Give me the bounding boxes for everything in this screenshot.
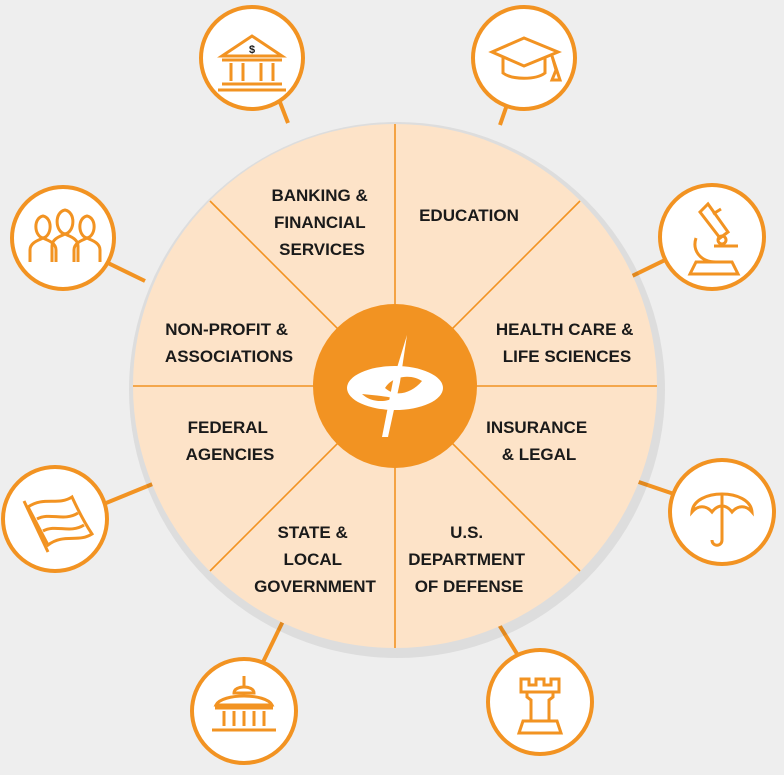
label-health: HEALTH CARE & LIFE SCIENCES xyxy=(496,320,638,366)
label-education: EDUCATION xyxy=(419,206,519,225)
graduation-cap-icon xyxy=(471,5,577,111)
label-nonprofit: NON-PROFIT & ASSOCIATIONS xyxy=(165,320,293,366)
sector-labels: BANKING & FINANCIAL SERVICES EDUCATION H… xyxy=(165,186,638,596)
people-group-icon xyxy=(10,185,116,291)
bank-icon: $ xyxy=(199,5,305,111)
umbrella-icon xyxy=(668,458,776,566)
dollar-sign: $ xyxy=(249,44,255,56)
label-defense: U.S. DEPARTMENT OF DEFENSE xyxy=(408,523,530,596)
capitol-building-icon xyxy=(190,657,298,765)
label-state: STATE & LOCAL GOVERNMENT xyxy=(254,523,376,596)
flag-icon xyxy=(1,465,109,573)
logo-icon xyxy=(313,304,477,468)
label-federal: FEDERAL AGENCIES xyxy=(186,418,275,464)
label-insurance: INSURANCE & LEGAL xyxy=(486,418,592,464)
icon-bubbles: $ xyxy=(1,5,776,765)
microscope-icon xyxy=(658,183,766,291)
label-banking: BANKING & FINANCIAL SERVICES xyxy=(271,186,372,259)
chess-rook-icon xyxy=(486,648,594,756)
